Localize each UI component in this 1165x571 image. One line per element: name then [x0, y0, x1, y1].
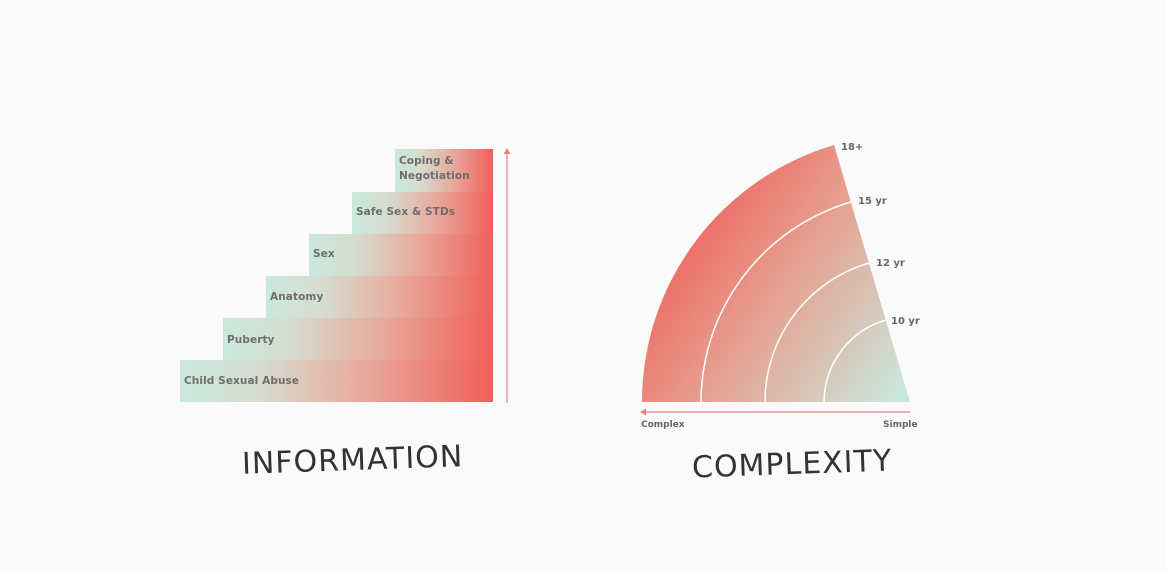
age-label-15yr: 15 yr	[858, 196, 887, 207]
step-coping-negotiation: Coping & Negotiation	[395, 149, 493, 192]
axis-label-simple: Simple	[883, 420, 918, 430]
information-axis-arrowhead	[503, 148, 511, 154]
ring-10yr	[823, 319, 887, 403]
step-sex: Sex	[309, 234, 493, 276]
complexity-fan	[642, 145, 910, 402]
age-label-10yr: 10 yr	[891, 316, 920, 327]
age-label-12yr: 12 yr	[876, 258, 905, 269]
ring-15yr	[700, 201, 852, 403]
step-label: Puberty	[227, 334, 275, 346]
ring-12yr	[764, 262, 870, 403]
step-anatomy: Anatomy	[266, 276, 493, 318]
step-puberty: Puberty	[223, 318, 493, 360]
step-child-sexual-abuse: Child Sexual Abuse	[180, 360, 493, 402]
complexity-axis-arrowhead	[640, 408, 646, 416]
step-label: Coping & Negotiation	[399, 155, 470, 182]
step-label: Child Sexual Abuse	[184, 375, 300, 387]
complexity-caption: COMPLEXITY	[691, 443, 893, 486]
age-label-18plus: 18+	[841, 142, 864, 153]
step-label: Sex	[313, 248, 335, 260]
step-label: Anatomy	[270, 291, 324, 303]
step-safe-sex-stds: Safe Sex & STDs	[352, 192, 493, 234]
axis-label-complex: Complex	[641, 420, 685, 430]
step-label: Safe Sex & STDs	[356, 206, 456, 218]
